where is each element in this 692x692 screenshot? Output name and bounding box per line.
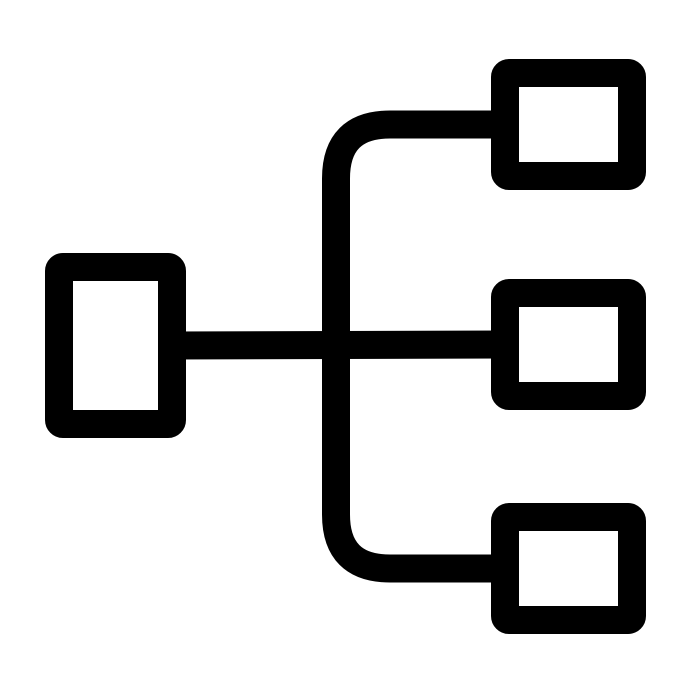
node-root [45,253,186,438]
node-boxes [45,59,646,634]
connector-child-top [322,110,505,346]
node-child-top [491,59,646,190]
connector-child-bottom [322,345,505,583]
connector-lines [171,110,506,583]
connector-child-middle [171,330,506,360]
node-child-bottom [491,503,646,634]
node-child-middle [491,279,646,410]
